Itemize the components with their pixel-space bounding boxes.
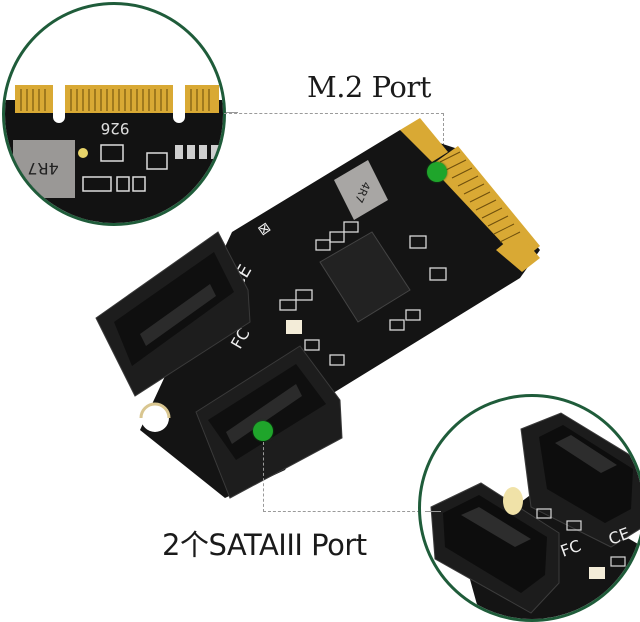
leader-line-m2-horizontal <box>224 113 444 114</box>
leader-line-sata-horizontal <box>263 511 425 512</box>
leader-line-m2-vertical <box>443 113 444 171</box>
leader-line-m2-left <box>226 112 238 113</box>
leader-line-sata-right <box>425 511 441 512</box>
sata-connectors-closeup: FC CE <box>430 412 640 619</box>
svg-text:926: 926 <box>101 119 130 138</box>
sata-port-marker-dot <box>253 421 273 441</box>
svg-text:4R7: 4R7 <box>27 159 58 178</box>
label-m2-port: M.2 Port <box>307 70 431 104</box>
zoom-circle-sata-detail: FC CE <box>418 394 640 622</box>
leader-line-sata-vertical <box>263 442 264 512</box>
m2-port-marker-dot <box>427 162 447 182</box>
label-sata-port: 2个SATAIII Port <box>162 528 367 562</box>
